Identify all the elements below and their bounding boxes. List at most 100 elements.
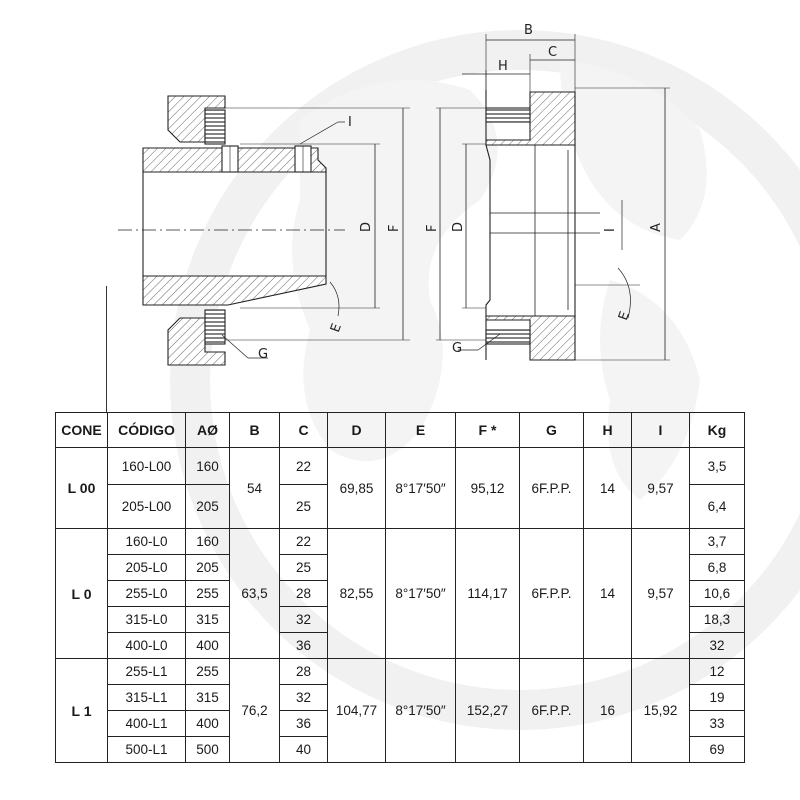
c-cell: 25 [279,554,328,581]
cone-cell: L 0 [55,528,108,659]
technical-drawing: I D F E G [118,23,670,366]
b-cell: 76,2 [229,658,280,763]
label-E-left: E [328,322,345,335]
a-cell: 500 [185,736,230,763]
right-sectional-view [436,34,670,361]
c-cell: 22 [279,447,328,485]
codigo-cell: 400-L1 [107,710,186,737]
table-row: 205-L00 205 25 6,4 [56,484,745,529]
kg-cell: 6,8 [689,554,745,581]
header-d: D [327,412,386,448]
a-cell: 160 [185,528,230,555]
kg-cell: 3,5 [689,447,745,485]
c-cell: 32 [279,606,328,633]
table-row: 205-L0 205 25 6,8 [56,554,745,581]
c-cell: 25 [279,484,328,529]
c-cell: 28 [279,580,328,607]
cone-cell: L 1 [55,658,108,763]
b-cell: 63,5 [229,528,280,659]
right-view-labels: B C H F D I A E G [425,23,664,356]
i-cell: 15,92 [631,658,690,763]
a-cell: 255 [185,658,230,685]
label-D-right: D [451,222,466,232]
left-sectional-view [118,95,410,366]
label-I-left: I [348,115,352,130]
c-cell: 22 [279,528,328,555]
f-cell: 114,17 [455,528,520,659]
f-cell: 152,27 [455,658,520,763]
table-row: 400-L0 400 36 32 [56,632,745,659]
table-row: L 0 160-L0 160 63,5 22 82,55 8°17′50″ 11… [55,528,745,659]
kg-cell: 6,4 [689,484,745,529]
codigo-cell: 255-L0 [107,580,186,607]
c-cell: 28 [279,658,328,685]
b-cell: 54 [229,447,280,529]
label-C-right: C [548,45,557,60]
codigo-cell: 500-L1 [107,736,186,763]
header-c: C [279,412,328,448]
h-cell: 14 [583,447,632,529]
header-g: G [519,412,584,448]
kg-cell: 69 [689,736,745,763]
c-cell: 40 [279,736,328,763]
a-cell: 315 [185,606,230,633]
codigo-cell: 315-L1 [107,684,186,711]
header-cone: CONE [55,412,108,448]
header-codigo: CÓDIGO [107,412,186,448]
label-E-right: E [616,310,633,323]
a-cell: 205 [185,484,230,529]
leader-line [106,286,107,413]
table-row: 400-L1 400 36 33 [56,710,745,737]
codigo-cell: 160-L0 [107,528,186,555]
kg-cell: 18,3 [689,606,745,633]
h-cell: 16 [583,658,632,763]
d-cell: 69,85 [327,447,386,529]
header-h: H [583,412,632,448]
label-D-left: D [359,222,374,232]
a-cell: 315 [185,684,230,711]
a-cell: 400 [185,710,230,737]
codigo-cell: 255-L1 [107,658,186,685]
kg-cell: 3,7 [689,528,745,555]
table-row: 315-L0 315 32 18,3 [56,606,745,633]
label-G-right: G [452,341,462,356]
f-cell: 95,12 [455,447,520,529]
g-cell: 6F.P.P. [519,528,584,659]
label-B-right: B [524,23,533,38]
e-cell: 8°17′50″ [385,528,456,659]
c-cell: 36 [279,710,328,737]
header-e: E [385,412,456,448]
e-cell: 8°17′50″ [385,447,456,529]
label-F-right: F [425,225,440,232]
d-cell: 82,55 [327,528,386,659]
header-b: B [229,412,280,448]
label-F-left: F [387,225,402,232]
table-header-row: CONE CÓDIGO AØ B C D E F * G H I Kg [55,412,745,448]
kg-cell: 10,6 [689,580,745,607]
header-f: F * [455,412,520,448]
label-A-right: A [649,223,664,232]
h-cell: 14 [583,528,632,659]
codigo-cell: 160-L00 [107,447,186,485]
codigo-cell: 205-L0 [107,554,186,581]
d-cell: 104,77 [327,658,386,763]
c-cell: 36 [279,632,328,659]
cone-cell: L 00 [55,447,108,529]
a-cell: 160 [185,447,230,485]
table-row: L 1 255-L1 255 76,2 28 104,77 8°17′50″ 1… [55,658,745,763]
i-cell: 9,57 [631,447,690,529]
header-a: AØ [185,412,230,448]
codigo-cell: 205-L00 [107,484,186,529]
g-cell: 6F.P.P. [519,447,584,529]
kg-cell: 19 [689,684,745,711]
kg-cell: 12 [689,658,745,685]
kg-cell: 32 [689,632,745,659]
c-cell: 32 [279,684,328,711]
label-G-left: G [258,347,268,362]
header-i: I [631,412,690,448]
table-row: 315-L1 315 32 19 [56,684,745,711]
label-H-right: H [498,59,508,74]
a-cell: 400 [185,632,230,659]
codigo-cell: 400-L0 [107,632,186,659]
i-cell: 9,57 [631,528,690,659]
